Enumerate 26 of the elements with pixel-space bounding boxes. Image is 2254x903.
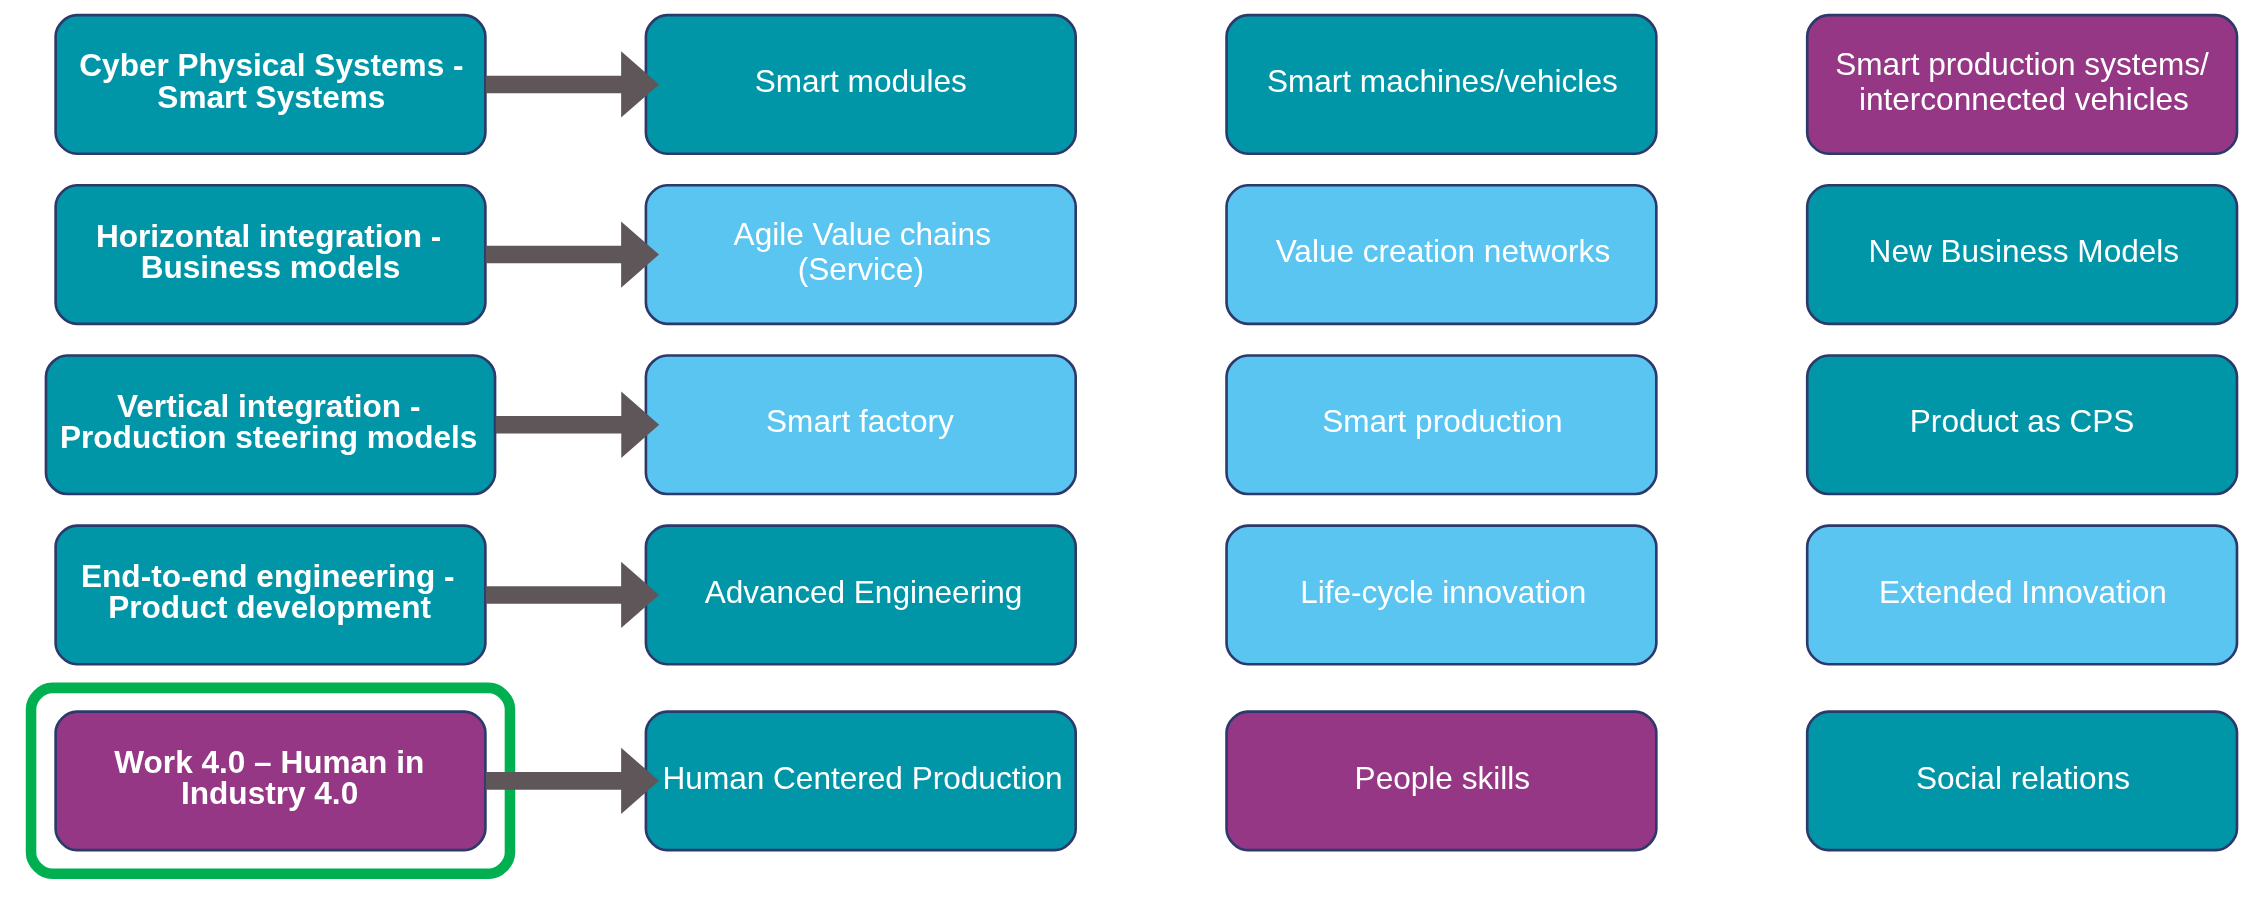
node-box: Vertical integration - Production steering models — [44, 354, 497, 496]
node-box: Agile Value chains (Service) — [644, 184, 1077, 326]
node-box: Product as CPS — [1805, 354, 2239, 496]
node-box: Horizontal integration - Business models — [54, 184, 487, 326]
node-box: Life-cycle innovation — [1225, 524, 1658, 666]
node-box: End-to-end engineering - Product development — [54, 524, 487, 666]
node-box: Smart factory — [644, 354, 1077, 496]
node-box: Cyber Physical Systems - Smart Systems — [54, 13, 487, 156]
node-box: Smart production — [1225, 354, 1658, 496]
node-box: Smart machines/vehicles — [1225, 13, 1658, 156]
node-box: Value creation networks — [1225, 184, 1658, 326]
arrow — [485, 561, 659, 629]
node-box: Work 4.0 – Human in Industry 4.0 — [54, 710, 487, 852]
cluster — [25, 682, 516, 880]
node-box: Human Centered Production — [644, 710, 1077, 852]
arrow — [485, 221, 659, 288]
node-box: People skills — [1225, 710, 1658, 852]
arrow — [495, 391, 660, 458]
node-box: Smart modules — [644, 13, 1077, 156]
node-box: Extended Innovation — [1805, 524, 2239, 666]
arrow — [485, 747, 659, 814]
arrow — [485, 51, 659, 118]
node-box: Advanced Engineering — [644, 524, 1077, 666]
node-box: New Business Models — [1805, 184, 2239, 326]
node-box: Social relations — [1805, 710, 2239, 852]
node-box: Smart production systems/ interconnected vehicles — [1805, 13, 2239, 156]
